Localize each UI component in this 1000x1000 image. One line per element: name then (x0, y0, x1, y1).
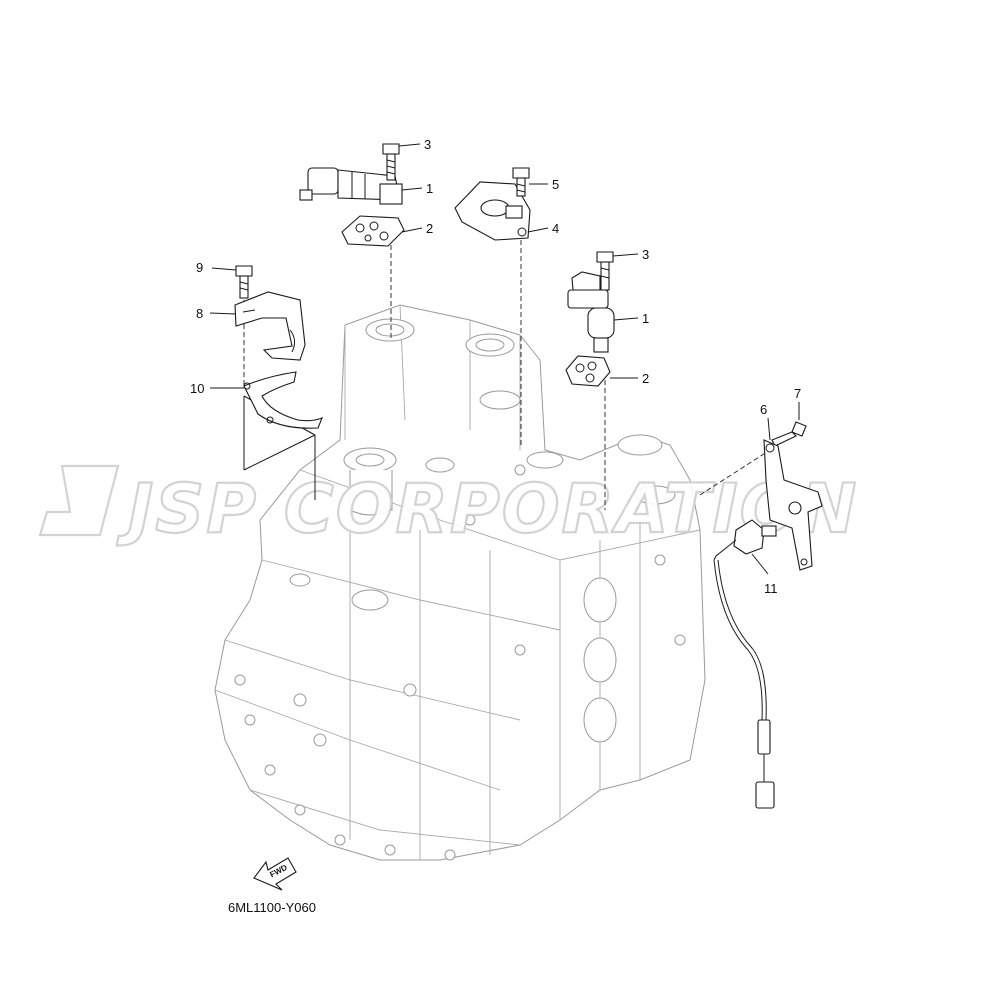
callout-2: 2 (642, 371, 649, 386)
bolt-bracket (235, 265, 253, 299)
bolt-sensor (771, 421, 807, 447)
bolt-upper (382, 143, 400, 181)
watermark: JSP CORPORATION (38, 464, 858, 550)
engine-block (214, 304, 706, 861)
callout-1: 1 (642, 311, 649, 326)
oil-control-valve-right (567, 271, 615, 353)
callout-7: 7 (794, 386, 801, 401)
gasket-right (565, 355, 611, 387)
bolt-cover (512, 167, 530, 197)
callout-5: 5 (552, 177, 559, 192)
watermark-text: JSP CORPORATION (116, 470, 858, 549)
oil-control-valve-upper (299, 167, 403, 205)
callout-2: 2 (426, 221, 433, 236)
callout-4: 4 (552, 221, 559, 236)
forward-arrow: FWD (253, 857, 297, 891)
bracket (234, 291, 306, 361)
leader-lines (209, 143, 800, 575)
knock-sensor (713, 519, 777, 809)
callout-3: 3 (424, 137, 431, 152)
callout-9: 9 (196, 260, 203, 275)
callout-6: 6 (760, 402, 767, 417)
callout-11: 11 (764, 581, 778, 596)
shield-plate (243, 371, 323, 429)
callout-10: 10 (190, 381, 204, 396)
diagram-code: 6ML1100-Y060 (228, 900, 316, 915)
callouts: 3 1 2 5 4 3 1 2 9 8 10 7 6 11 (190, 137, 801, 596)
callout-8: 8 (196, 306, 203, 321)
cover-plate (454, 181, 531, 241)
callout-3: 3 (642, 247, 649, 262)
gasket-upper (341, 215, 405, 247)
sensor-bracket (763, 439, 823, 571)
callout-1: 1 (426, 181, 433, 196)
